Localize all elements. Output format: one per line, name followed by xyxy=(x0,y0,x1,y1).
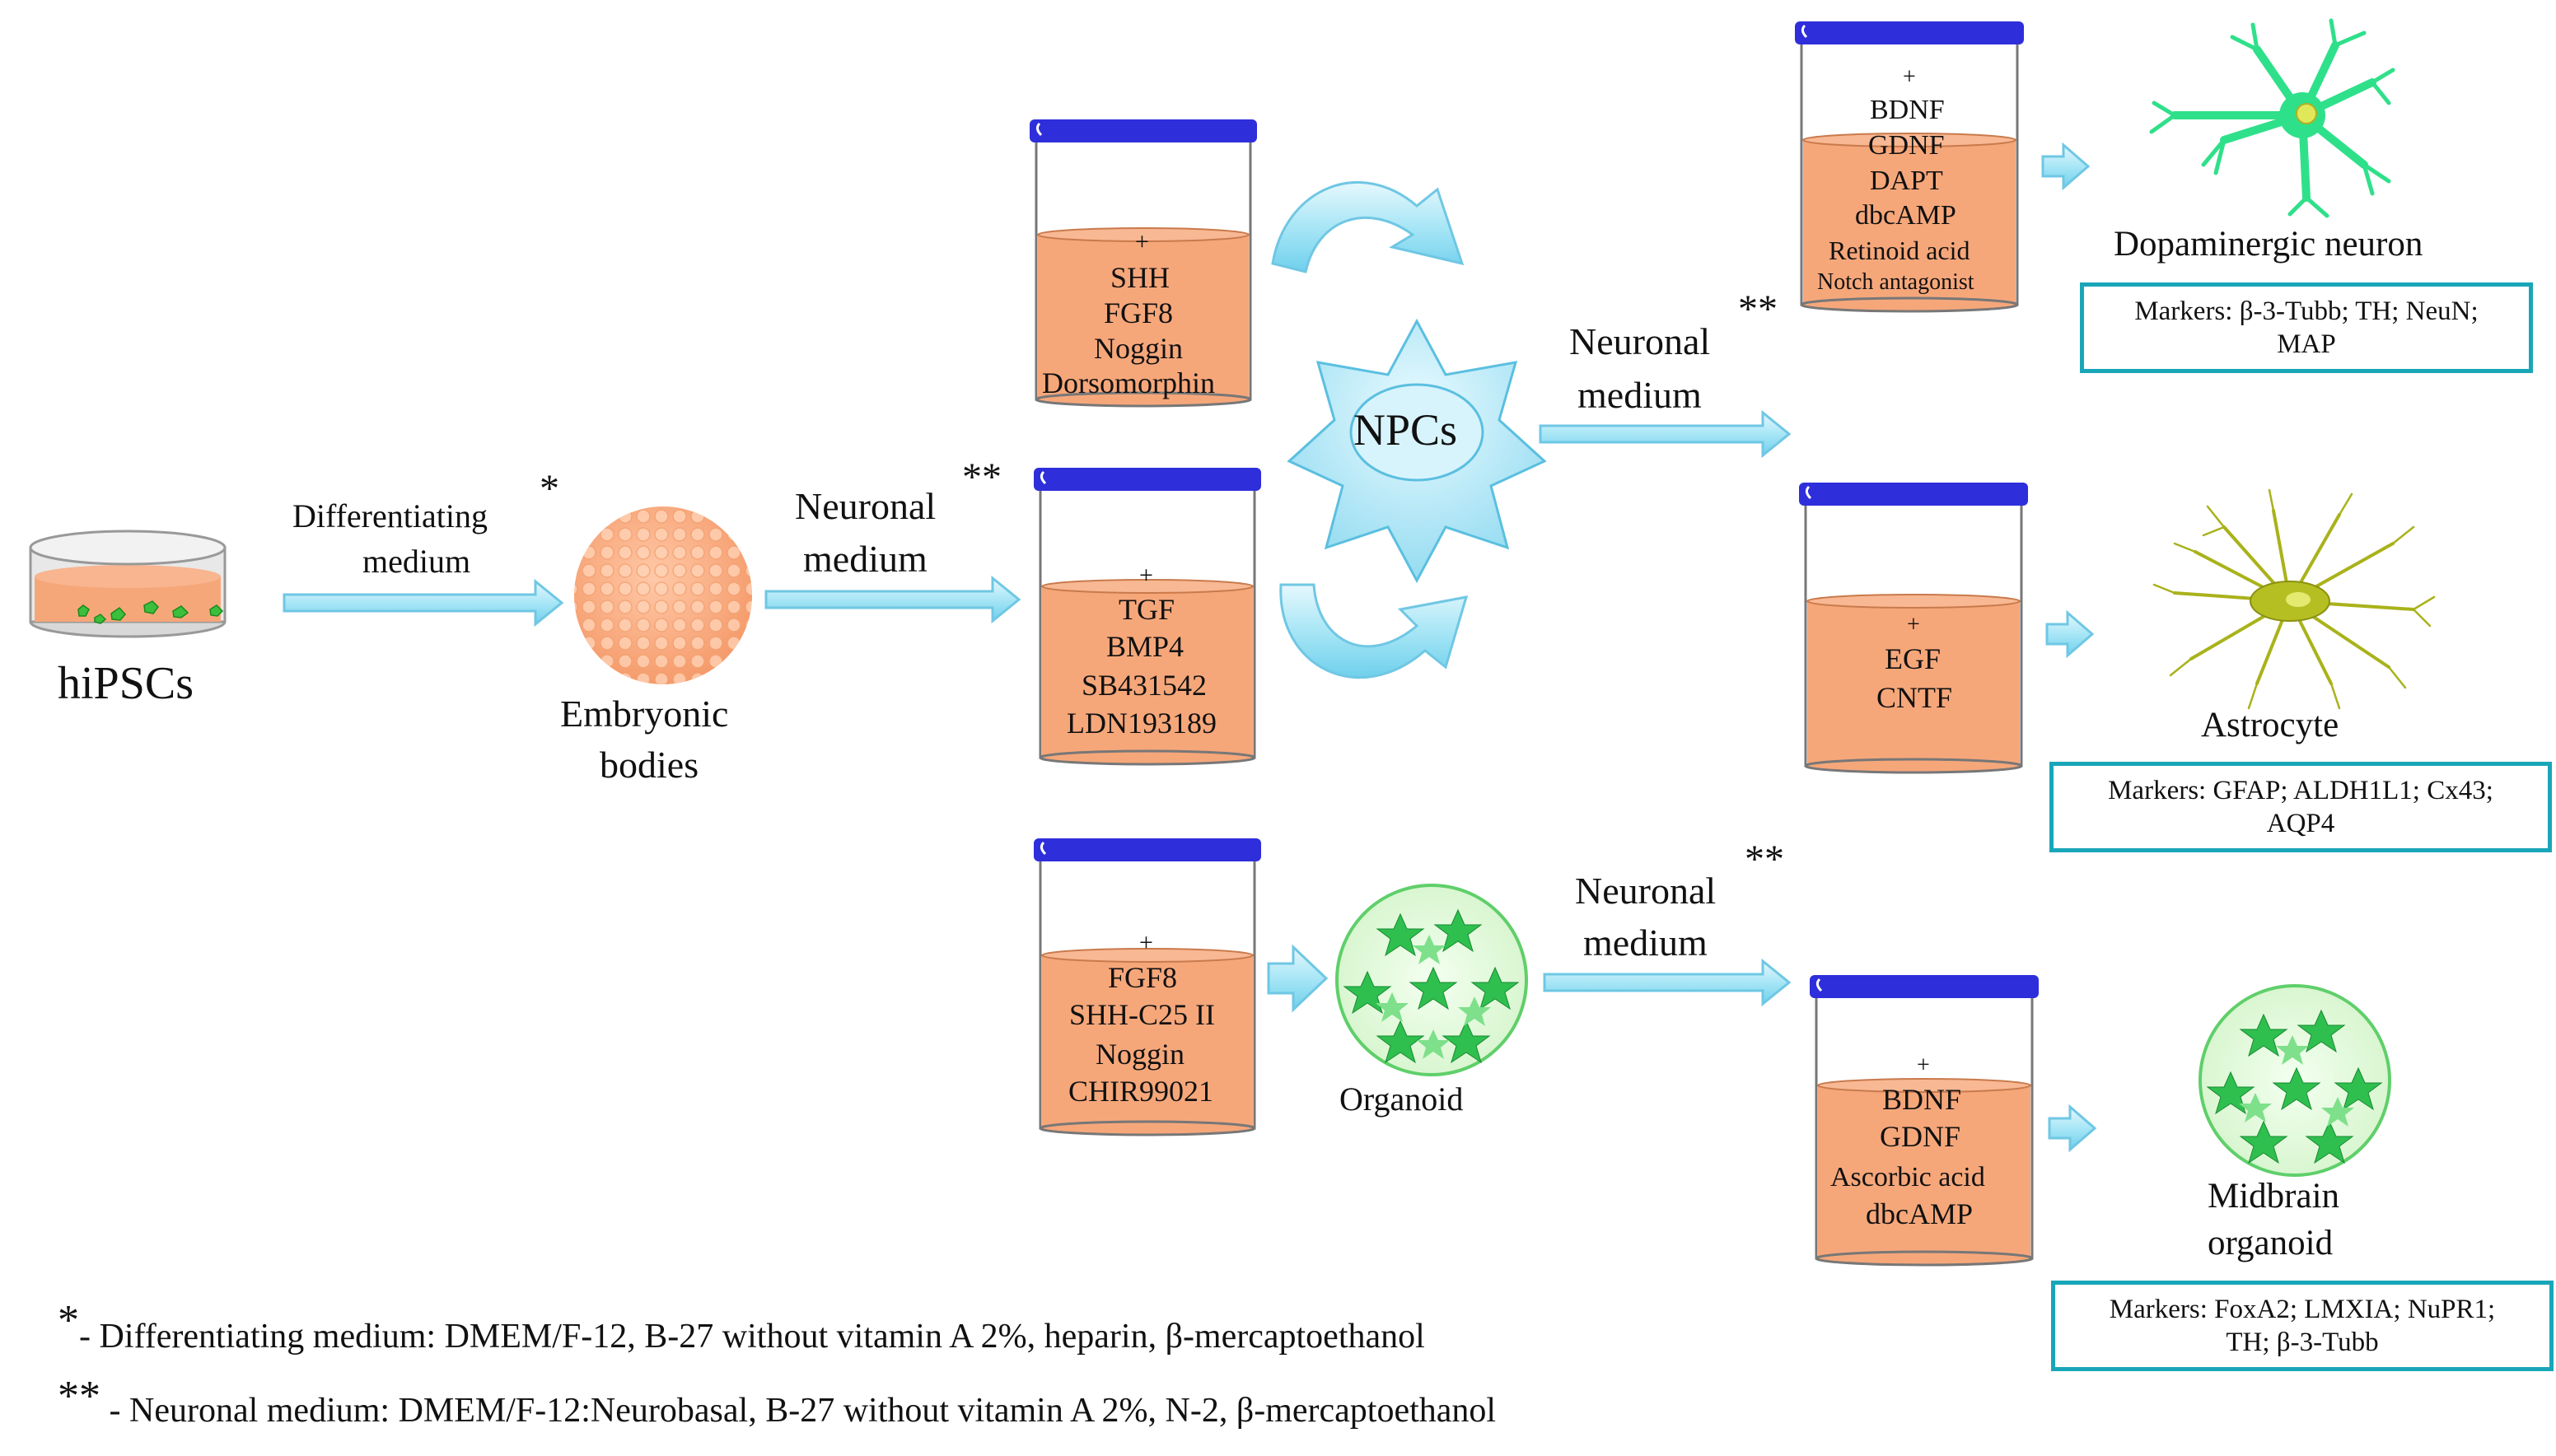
jar-astro-plus: + xyxy=(1907,612,1920,637)
jar-shh-icon xyxy=(1030,119,1257,408)
jar-dopa-item: dbcAMP xyxy=(1855,200,1956,231)
arrow-to-organoid xyxy=(1267,944,1329,1013)
midbrain-label-2: organoid xyxy=(2208,1224,2334,1262)
arrow-diff-medium xyxy=(283,578,564,628)
dopa-markers-line: MAP xyxy=(2277,329,2336,359)
dopaminergic-neuron-icon xyxy=(2149,18,2395,218)
jar-organoid-item: SHH-C25 II xyxy=(1069,998,1215,1031)
jar-midbrain-plus: + xyxy=(1917,1052,1930,1078)
dopa-markers-line: Markers: β-3-Tubb; TH; NeuN; xyxy=(2134,296,2479,326)
midbrain-markers-line: Markers: FoxA2; LMXIA; NuPR1; xyxy=(2109,1295,2496,1324)
jar-midbrain-item: BDNF xyxy=(1882,1083,1962,1116)
curved-arrow-top-icon xyxy=(1271,181,1465,273)
arrow-to-astro xyxy=(2045,609,2095,659)
neuronal-medium-label-3b: medium xyxy=(1583,922,1708,964)
jar-organoid-item: Noggin xyxy=(1096,1038,1185,1071)
neuronal-medium-asterisk-2: ** xyxy=(1738,287,1778,331)
npc-star-icon xyxy=(1287,318,1547,584)
organoid-sphere-icon xyxy=(1335,884,1528,1076)
neuronal-medium-label-3a: Neuronal xyxy=(1575,870,1717,912)
arrow-to-dopa xyxy=(2041,142,2091,191)
jar-shh-item: FGF8 xyxy=(1104,296,1174,329)
jar-midbrain-icon xyxy=(1810,975,2039,1267)
diff-medium-asterisk: * xyxy=(540,467,559,511)
jar-dopa-item: BDNF xyxy=(1870,95,1945,125)
petri-dish-icon xyxy=(29,530,227,638)
jar-organoid-icon xyxy=(1034,838,1261,1136)
neuronal-medium-asterisk-3: ** xyxy=(1745,838,1784,881)
jar-dopa-plus: + xyxy=(1903,64,1916,90)
footnote-2-text: - Neuronal medium: DMEM/F-12:Neurobasal,… xyxy=(100,1392,1497,1430)
astro-markers-line: AQP4 xyxy=(2266,809,2335,838)
diff-medium-label-1: Differentiating xyxy=(292,497,488,534)
arrow-neuronal-medium-1 xyxy=(764,575,1021,624)
jar-tgf-item: SB431542 xyxy=(1082,669,1208,702)
neuronal-medium-label-1b: medium xyxy=(803,538,928,580)
midbrain-markers-line: TH; β-3-Tubb xyxy=(2226,1328,2379,1357)
jar-tgf-item: BMP4 xyxy=(1106,630,1185,663)
arrow-to-midbrain xyxy=(2048,1104,2097,1153)
embryonic-bodies-label-1: Embryonic xyxy=(560,693,729,735)
astrocyte-label: Astrocyte xyxy=(2201,706,2339,744)
jar-dopa-item: GDNF xyxy=(1868,130,1945,161)
npcs-label: NPCs xyxy=(1353,405,1458,455)
dopaminergic-neuron-label: Dopaminergic neuron xyxy=(2114,225,2423,264)
jar-organoid-plus: + xyxy=(1139,929,1153,956)
jar-shh-plus: + xyxy=(1135,228,1149,255)
organoid-label: Organoid xyxy=(1339,1080,1464,1118)
neuronal-medium-label-2a: Neuronal xyxy=(1569,320,1711,362)
jar-shh-item: Noggin xyxy=(1094,332,1183,365)
jar-astro-item: CNTF xyxy=(1876,681,1953,714)
footnote-1-text: - Differentiating medium: DMEM/F-12, B-2… xyxy=(79,1318,1425,1356)
curved-arrow-bottom-icon xyxy=(1279,583,1469,679)
footnote-1-mark: * xyxy=(58,1297,79,1344)
neuronal-medium-label-2b: medium xyxy=(1577,374,1702,416)
jar-shh-item: SHH xyxy=(1110,261,1171,294)
diff-medium-label-2: medium xyxy=(362,543,471,580)
arrow-neuronal-medium-2 xyxy=(1539,409,1792,459)
jar-midbrain-item: Ascorbic acid xyxy=(1830,1162,1985,1192)
hipscs-label: hiPSCs xyxy=(58,658,194,709)
jar-astro-item: EGF xyxy=(1885,642,1942,675)
jar-shh-item: Dorsomorphin xyxy=(1042,366,1215,399)
jar-dopa-item: Notch antagonist xyxy=(1817,269,1974,295)
midbrain-organoid-icon xyxy=(2199,984,2391,1177)
jar-tgf-item: LDN193189 xyxy=(1067,707,1217,740)
jar-tgf-icon xyxy=(1034,468,1261,766)
neuronal-medium-asterisk-1: ** xyxy=(962,455,1002,499)
embryonic-bodies-label-2: bodies xyxy=(600,744,699,786)
jar-organoid-item: FGF8 xyxy=(1108,961,1178,994)
dopa-markers-box: Markers: β-3-Tubb; TH; NeuN; MAP xyxy=(2080,282,2533,373)
jar-midbrain-item: dbcAMP xyxy=(1866,1197,1974,1230)
astro-markers-box: Markers: GFAP; ALDH1L1; Cx43; AQP4 xyxy=(2049,762,2552,852)
footnote-2: ** - Neuronal medium: DMEM/F-12:Neurobas… xyxy=(58,1373,1497,1432)
jar-organoid-item: CHIR99021 xyxy=(1068,1075,1214,1108)
footnote-2-mark: ** xyxy=(58,1373,100,1420)
jar-dopa-item: DAPT xyxy=(1870,166,1943,196)
jar-astro-icon xyxy=(1799,483,2028,774)
arrow-neuronal-medium-3 xyxy=(1543,958,1792,1007)
astrocyte-icon xyxy=(2152,488,2436,710)
jar-midbrain-item: GDNF xyxy=(1880,1120,1961,1153)
footnote-1: *- Differentiating medium: DMEM/F-12, B-… xyxy=(58,1297,1425,1358)
embryonic-body-icon xyxy=(574,506,752,684)
neuronal-medium-label-1a: Neuronal xyxy=(795,485,937,527)
jar-dopa-item: Retinoid acid xyxy=(1829,236,1970,265)
jar-dopa-icon xyxy=(1795,21,2024,313)
astro-markers-line: Markers: GFAP; ALDH1L1; Cx43; xyxy=(2108,776,2493,805)
midbrain-label-1: Midbrain xyxy=(2208,1177,2340,1216)
jar-tgf-plus: + xyxy=(1139,562,1153,589)
jar-tgf-item: TGF xyxy=(1119,593,1175,626)
midbrain-markers-box: Markers: FoxA2; LMXIA; NuPR1; TH; β-3-Tu… xyxy=(2051,1281,2554,1371)
